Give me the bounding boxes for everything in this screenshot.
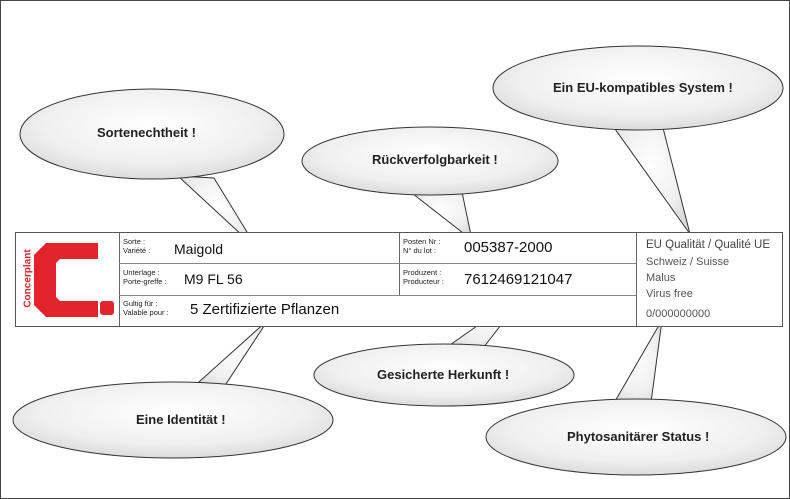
produzent-value: 7612469121047 (464, 271, 573, 288)
brand-logo: Concerplant (16, 233, 118, 326)
produzent-label: Produzent :Producteur : (403, 268, 444, 286)
callout-sortenechtheit: Sortenechtheit ! (97, 125, 196, 140)
genus-line: Malus (646, 272, 676, 284)
logo-c-icon (34, 243, 114, 317)
sorte-value: Maigold (174, 241, 224, 257)
callout-phyto: Phytosanitärer Status ! (567, 429, 710, 444)
plant-label: Concerplant Sorte :Variété : Maigold Unt… (15, 232, 783, 327)
brand-name: Concerplant (22, 249, 34, 308)
quality-line: EU Qualität / Qualité UE (646, 239, 770, 251)
callout-herkunft: Gesicherte Herkunft ! (377, 367, 510, 382)
gueltig-value: 5 Zertifizierte Pflanzen (190, 301, 340, 318)
callout-phyto-shape (485, 319, 787, 476)
gueltig-label: Gultig für :Valable pour : (123, 299, 169, 317)
callout-sortenechtheit-shape (19, 88, 285, 251)
unterlage-value: M9 FL 56 (184, 271, 243, 287)
virus-line: Virus free (646, 288, 693, 300)
callout-identitaet: Eine Identität ! (136, 412, 226, 427)
country-line: Schweiz / Suisse (646, 256, 730, 268)
posten-label: Posten Nr :N° du lot : (403, 237, 441, 255)
callout-rueckverfolgbarkeit-shape (301, 126, 559, 242)
callout-eu-system-shape (492, 45, 784, 235)
unterlage-label: Unterlage :Porte-greffe : (123, 268, 167, 286)
callout-eu-system: Ein EU-kompatibles System ! (553, 80, 733, 95)
posten-value: 005387-2000 (464, 239, 553, 256)
callout-rueckverfolgbarkeit: Rückverfolgbarkeit ! (372, 152, 498, 167)
callout-identitaet-shape (12, 319, 334, 459)
sorte-label: Sorte :Variété : (123, 237, 151, 255)
number-line: 0/000000000 (646, 308, 711, 320)
